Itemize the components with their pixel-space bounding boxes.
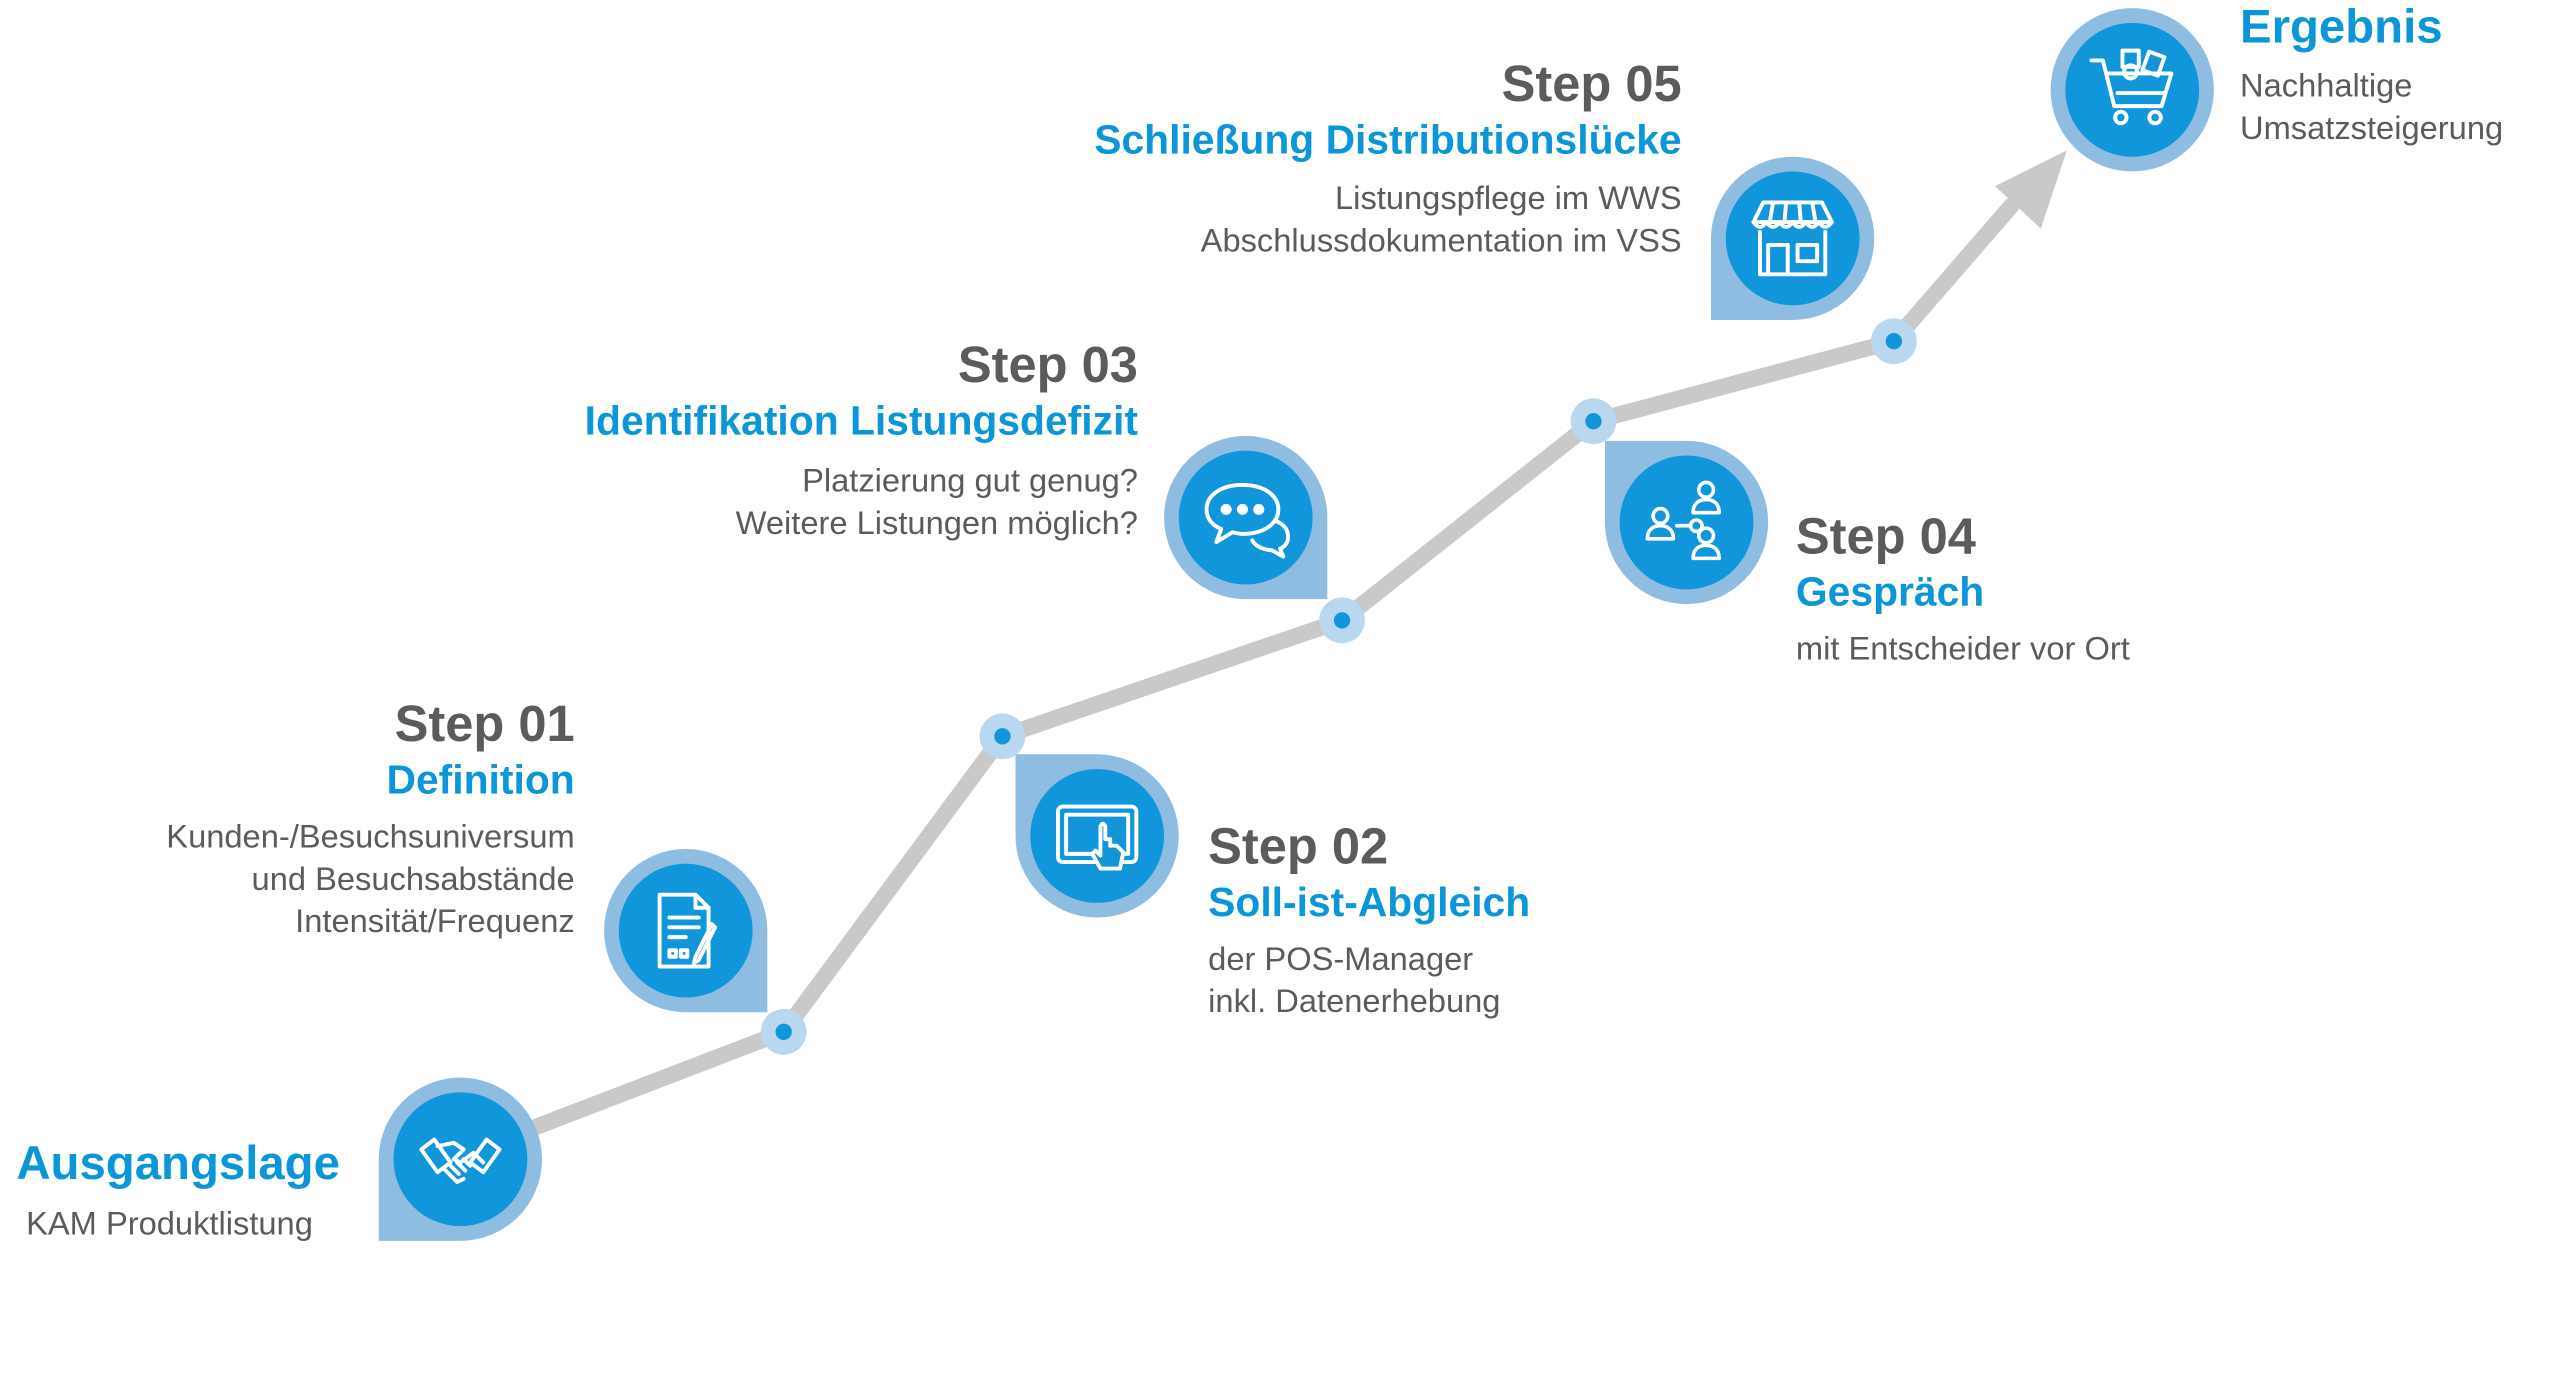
step04-line: mit Entscheider vor Ort: [1795, 631, 2130, 668]
path-node: [979, 713, 1026, 760]
step05-title: Schließung Distributionslücke: [1094, 117, 1682, 164]
step02-pin: [1015, 754, 1179, 918]
step05-label: Step 05: [1501, 55, 1682, 113]
people-network-icon: [1645, 480, 1721, 561]
step03-line: Platzierung gut genug?: [802, 463, 1138, 500]
step01-pin: [604, 848, 768, 1013]
step03-description: Platzierung gut genug? Weitere Listungen…: [736, 460, 1138, 545]
shopping-cart-icon: [2089, 48, 2174, 126]
step01-line: und Besuchsabstände: [251, 862, 575, 898]
document-icon: [657, 892, 718, 969]
step03-pin: [1164, 435, 1328, 600]
step04-title: Gespräch: [1795, 569, 1985, 616]
step02-line: inkl. Datenerhebung: [1208, 984, 1501, 1021]
start-pin: [378, 1077, 543, 1241]
step05-line: Abschlussdokumentation im VSS: [1200, 223, 1682, 260]
step04-label: Step 04: [1795, 507, 1976, 565]
step02-description: der POS-Manager inkl. Datenerhebung: [1208, 939, 1500, 1024]
step03-line: Weitere Listungen möglich?: [735, 506, 1138, 543]
result-line: Umsatzsteigerung: [2239, 111, 2504, 147]
path-arrowhead: [1995, 150, 2067, 229]
step01-title: Definition: [386, 757, 575, 804]
path-node: [1871, 318, 1917, 365]
step02-line: der POS-Manager: [1208, 942, 1474, 978]
path-node: [1570, 398, 1617, 445]
chat-bubbles-icon: [1204, 482, 1291, 559]
result-description: Nachhaltige Umsatzsteigerung: [2240, 65, 2503, 150]
step01-line: Kunden-/Besuchsuniversum: [166, 819, 575, 856]
step04-pin: [1604, 440, 1769, 605]
path-node: [1319, 597, 1365, 644]
step02-title: Soll-ist-Abgleich: [1208, 879, 1531, 926]
step01-line: Intensität/Frequenz: [295, 904, 575, 941]
step04-description: mit Entscheider vor Ort: [1796, 629, 2130, 671]
step03-label: Step 03: [957, 336, 1138, 394]
result-line: Nachhaltige: [2239, 68, 2413, 105]
step03-title: Identifikation Listungsdefizit: [584, 398, 1138, 445]
result-pin: [2050, 8, 2214, 172]
start-text: KAM Produktlistung: [26, 1206, 313, 1243]
tablet-touch-icon: [1055, 804, 1139, 871]
step05-description: Listungspflege im WWS Abschlussdokumenta…: [1201, 178, 1682, 263]
start-title: Ausgangslage: [16, 1137, 340, 1191]
step02-label: Step 02: [1208, 817, 1389, 876]
step01-description: Kunden-/Besuchsuniversum und Besuchsabst…: [166, 816, 574, 943]
step05-pin: [1711, 156, 1875, 320]
step05-line: Listungspflege im WWS: [1335, 181, 1682, 218]
result-title: Ergebnis: [2239, 1, 2443, 54]
step01-label: Step 01: [394, 695, 575, 753]
path-node: [760, 1008, 807, 1055]
storefront-icon: [1751, 200, 1834, 277]
handshake-icon: [419, 1137, 502, 1184]
